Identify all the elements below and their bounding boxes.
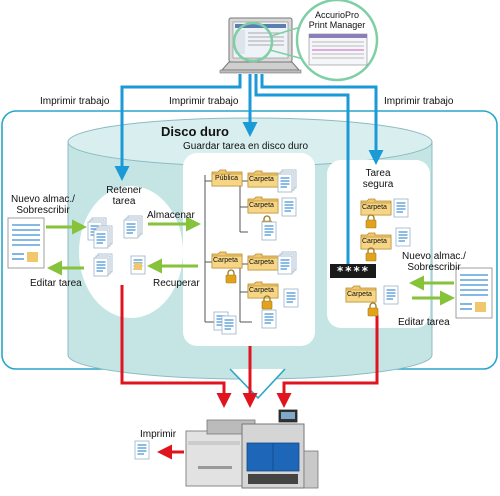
label-print-job-center: Imprimir trabajo: [169, 96, 239, 107]
label-print-job-right: Imprimir trabajo: [384, 96, 454, 107]
folder-label-box-4: Carpeta: [249, 259, 274, 266]
external-document-left: [7, 217, 45, 269]
box-tree-lines: [204, 175, 252, 323]
app-window-thumbnail: [308, 33, 368, 66]
red-arrows: [120, 285, 379, 460]
folder-label-secure-1: Carpeta: [362, 204, 387, 211]
frame-pointer: [230, 369, 285, 398]
label-store: Almacenar: [147, 210, 195, 221]
printed-document: [134, 440, 150, 460]
label-recall: Recuperar: [153, 278, 200, 289]
label-edit-job-left: Editar tarea: [30, 278, 82, 289]
green-arrows: [46, 216, 455, 306]
label-new-save-left: Nuevo almac./Sobrescribir: [11, 194, 75, 216]
hard-disk-title: Disco duro: [161, 124, 229, 139]
folder-label-secure-2: Carpeta: [362, 238, 387, 245]
client-pc: [219, 17, 302, 74]
label-print: Imprimir: [140, 429, 177, 440]
label-edit-job-right: Editar tarea: [398, 317, 450, 328]
password-field: ****: [330, 264, 376, 278]
blue-arrows: [114, 74, 384, 266]
folder-label-box-2: Carpeta: [249, 202, 274, 209]
label-new-save-right: Nuevo almac./Sobrescribir: [402, 251, 466, 273]
folder-label-box-5: Carpeta: [249, 287, 274, 294]
external-document-right: [455, 267, 493, 319]
hold-zone-documents: [88, 216, 146, 276]
folder-label-box-3: Carpeta: [213, 257, 238, 264]
folder-label-public: Pública: [215, 175, 238, 182]
zoom-lens: [232, 21, 274, 63]
label-save-job-hdd: Guardar tarea en disco duro: [183, 141, 309, 152]
folder-label-secure-3: Carpeta: [347, 291, 372, 298]
folder-label-box-1: Carpeta: [249, 176, 274, 183]
label-print-job-left: Imprimir trabajo: [40, 96, 110, 107]
production-printer: [185, 409, 319, 489]
